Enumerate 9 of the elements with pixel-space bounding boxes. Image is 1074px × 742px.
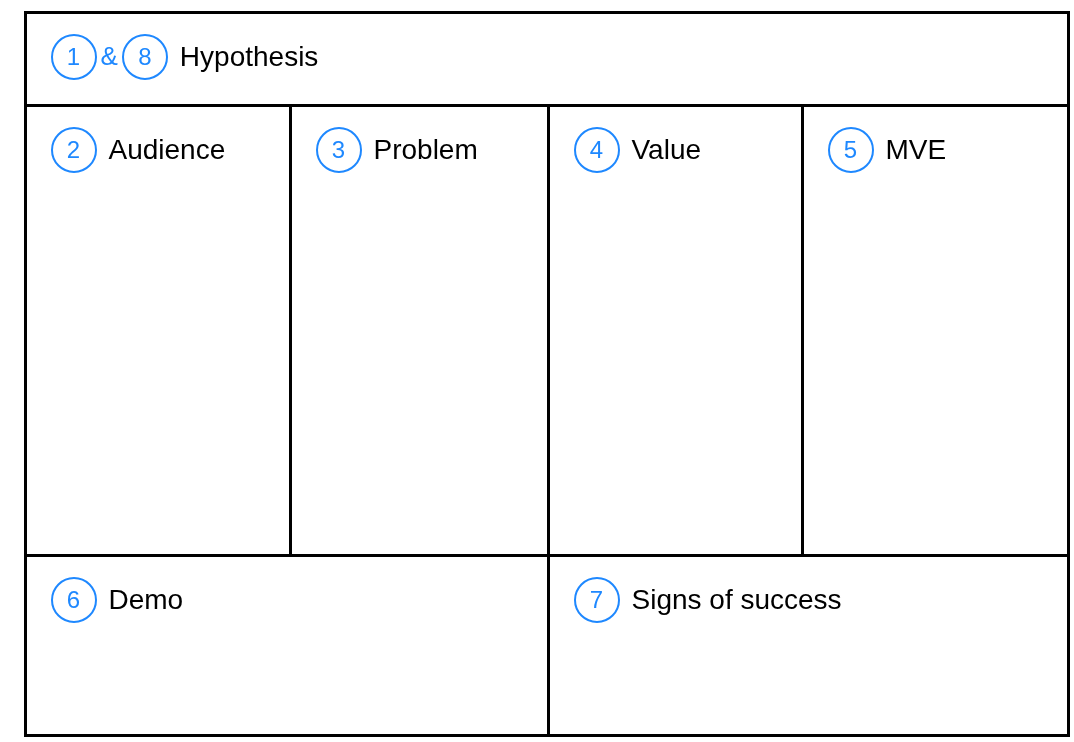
section-heading: Demo: [108, 582, 184, 617]
section-heading: Problem: [373, 132, 478, 167]
section-heading: Signs of success: [631, 582, 842, 617]
section-heading: MVE: [885, 132, 947, 167]
section-heading: Hypothesis: [179, 39, 319, 74]
section-heading: Audience: [108, 132, 226, 167]
ampersand: &: [100, 40, 118, 73]
section-heading: Value: [631, 132, 702, 167]
canvas-section: [23, 10, 1070, 107]
